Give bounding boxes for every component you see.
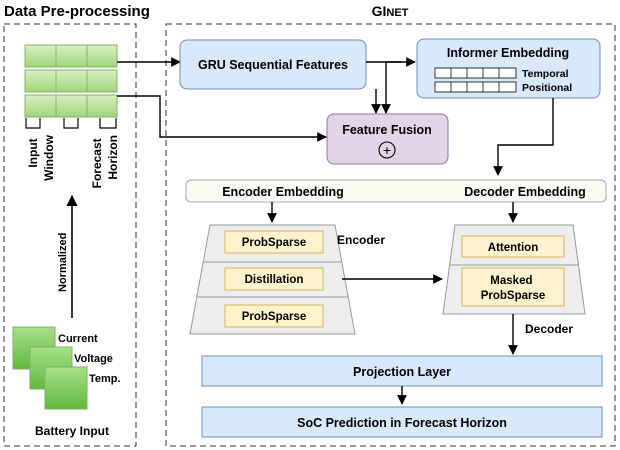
- embedding-bar: [185, 179, 607, 203]
- encoder-layer-label-3: ProbSparse: [242, 311, 307, 323]
- ginet-title: GINET: [372, 3, 409, 19]
- encoder-layer-probsparse-1: [224, 230, 324, 254]
- signal-current: Current: [58, 333, 98, 345]
- temporal-label: Temporal: [522, 68, 569, 80]
- feature-fusion-label: Feature Fusion: [342, 123, 432, 137]
- window-row-3: [24, 94, 118, 118]
- encoder-embedding-label: Encoder Embedding: [222, 185, 344, 199]
- window-brackets: [25, 118, 117, 129]
- feature-fusion-block: [326, 113, 449, 165]
- preprocessing-title: Data Pre-processing: [4, 3, 150, 20]
- informer-to-decoder-embedding-arrow: [493, 98, 554, 176]
- encoder-layer-label-2: Distillation: [245, 274, 304, 286]
- battery-cells: [12, 326, 88, 410]
- gru-label: GRU Sequential Features: [198, 58, 348, 72]
- soc-prediction-label: SoC Prediction in Forecast Horizon: [297, 416, 507, 430]
- battery-cell-temp: [44, 366, 88, 410]
- temporal-bar: [434, 67, 517, 79]
- decoder-label: Decoder: [525, 322, 573, 336]
- signal-voltage: Voltage: [74, 353, 113, 365]
- informer-embedding-title: Informer Embedding: [447, 46, 569, 60]
- window-row-2: [24, 69, 118, 93]
- window-row-1: [24, 44, 118, 68]
- encoder-stack: [189, 224, 356, 335]
- window-grid: [24, 44, 118, 118]
- decoder-layer-masked-probsparse: [461, 267, 565, 307]
- gru-block: [179, 39, 367, 90]
- projection-layer-block: [201, 355, 603, 387]
- encoder-layer-probsparse-2: [224, 304, 324, 328]
- projection-layer-label: Projection Layer: [353, 365, 451, 379]
- battery-input-label: Battery Input: [35, 424, 109, 438]
- preprocessing-panel: [3, 23, 137, 447]
- input-window-label: Input Window: [26, 134, 56, 181]
- forecast-horizon-label: Forecast Horizon: [90, 135, 120, 188]
- encoder-layer-distillation: [224, 267, 324, 291]
- fusion-add-symbol: +: [383, 142, 391, 158]
- normalized-label: Normalized: [57, 233, 69, 292]
- decoder-embedding-label: Decoder Embedding: [464, 185, 586, 199]
- decoder-layer-label-1: Attention: [488, 242, 538, 254]
- positional-label: Positional: [522, 82, 572, 94]
- window-to-fusion-arrow: [117, 95, 327, 142]
- informer-to-fusion-arrow: [381, 61, 401, 114]
- fusion-add-icon: [378, 141, 396, 159]
- ginet-panel: [165, 23, 616, 447]
- encoder-label: Encoder: [337, 233, 385, 247]
- decoder-stack: [442, 224, 586, 315]
- positional-bar: [434, 81, 517, 93]
- signal-temp: Temp.: [89, 373, 121, 385]
- decoder-layer-label-2: Masked ProbSparse: [481, 275, 546, 302]
- soc-prediction-block: [201, 406, 603, 438]
- encoder-layer-label-1: ProbSparse: [242, 237, 307, 249]
- decoder-layer-attention: [461, 235, 565, 258]
